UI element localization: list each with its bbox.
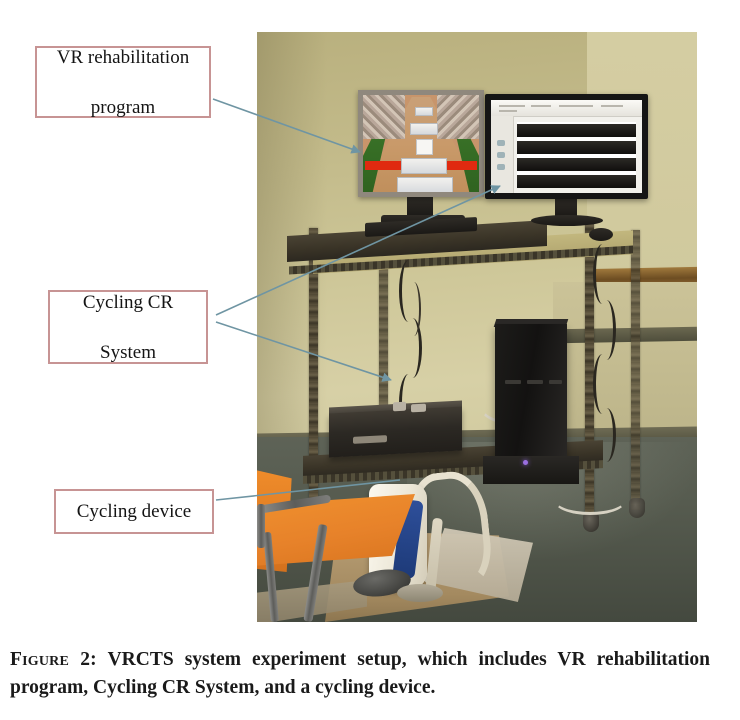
rack-post-far-right	[631, 230, 640, 510]
right-monitor-cycling-cr-software	[485, 94, 648, 199]
pc-tower-base	[483, 456, 579, 484]
signal-trace-2	[517, 141, 636, 154]
right-monitor-stand	[555, 199, 577, 217]
right-monitor-base	[531, 215, 603, 226]
cable-bundle-right-a	[593, 244, 612, 304]
control-box-connector-1	[393, 401, 406, 412]
figure-caption-text: VRCTS system experiment setup, which inc…	[10, 649, 711, 698]
cable-center-d	[407, 282, 421, 336]
toolbar-text-2	[531, 105, 551, 107]
baseboard-right	[556, 326, 697, 344]
toolbar-text-1	[499, 105, 525, 107]
figure-caption-label: Figure 2:	[10, 649, 97, 670]
cycling-cr-software-window	[491, 100, 642, 193]
vr-target-panel-far	[415, 107, 433, 116]
vr-target-panel-mid	[410, 123, 438, 135]
left-monitor-vr-scene	[358, 90, 484, 197]
label-dev-text: Cycling device	[76, 501, 192, 522]
pc-drive-slot-1	[505, 380, 521, 384]
sidebar-control-2	[497, 152, 505, 158]
cycling-device-foot	[397, 584, 443, 602]
signal-trace-3	[517, 158, 636, 171]
wall-lower-right	[553, 282, 697, 434]
rack-post-right	[585, 222, 594, 522]
figure-caption: Figure 2: VRCTS system experiment setup,…	[10, 646, 710, 702]
pc-drive-slot-3	[549, 380, 562, 384]
signal-plot-area	[517, 122, 636, 188]
cable-bundle-right-b	[597, 300, 616, 360]
mouse	[589, 228, 613, 241]
figure-photograph	[257, 32, 697, 622]
sidebar-control-3	[497, 164, 505, 170]
pc-power-led	[523, 460, 528, 465]
rack-caster-back	[629, 498, 645, 518]
signal-trace-4	[517, 175, 636, 188]
cable-bundle-right-d	[597, 408, 616, 462]
rack-caster-right	[583, 512, 599, 532]
sidebar-control-1	[497, 140, 505, 146]
pc-tower	[495, 324, 567, 472]
control-box-connector-2	[411, 403, 426, 413]
vr-avatar-marker	[416, 139, 433, 155]
pc-drive-slot-2	[527, 380, 543, 384]
signal-trace-1	[517, 124, 636, 137]
left-monitor-stand	[407, 197, 433, 217]
vr-terrain-left	[363, 95, 405, 139]
toolbar-text-3	[559, 105, 593, 107]
toolbar-text-5	[499, 110, 517, 112]
vr-scene-screen	[363, 95, 479, 192]
vr-terrain-right	[437, 95, 479, 139]
toolbar-text-4	[601, 105, 623, 107]
label-cycling-device[interactable]: Cycling device	[54, 489, 214, 534]
cable-white-loop-floor	[553, 484, 627, 515]
software-toolbar	[491, 100, 642, 117]
vr-hud-panel	[401, 158, 447, 174]
control-box	[329, 406, 462, 458]
vr-info-panel-near	[397, 177, 453, 192]
cable-bundle-right-c	[593, 354, 612, 414]
chair-arm-post	[257, 504, 265, 548]
